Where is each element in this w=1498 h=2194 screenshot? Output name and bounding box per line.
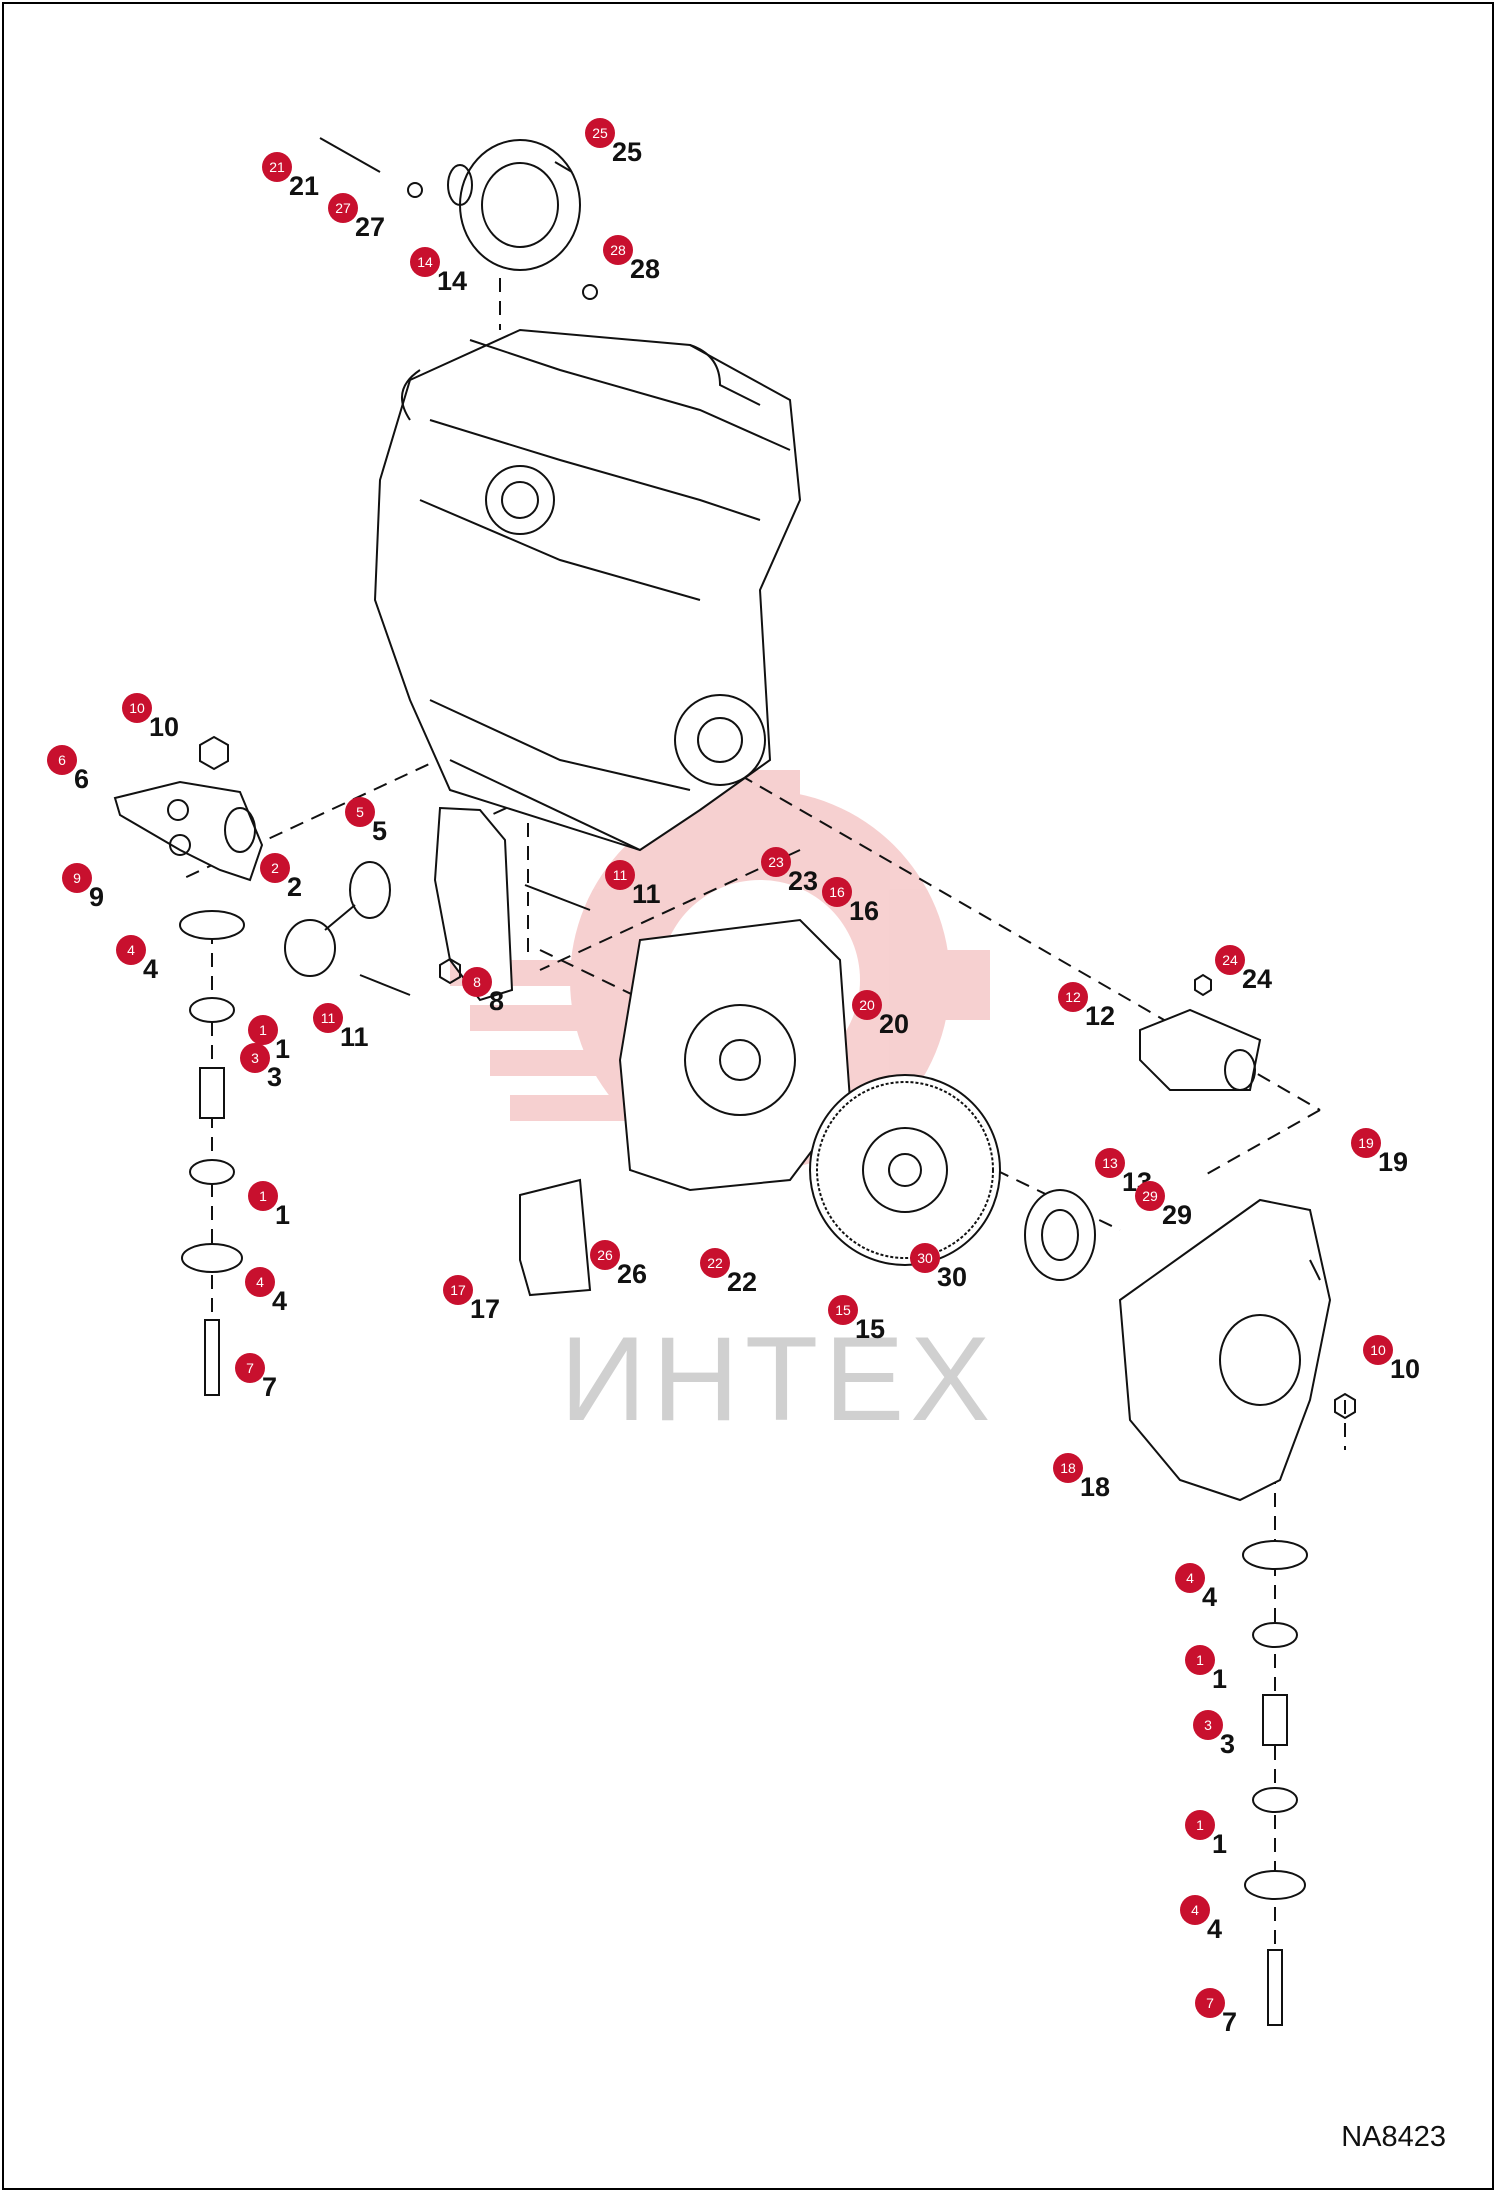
callout-marker: 4 bbox=[245, 1267, 275, 1297]
callout-marker: 21 bbox=[262, 152, 292, 182]
callout-number: 14 bbox=[437, 266, 468, 296]
callout-number: 30 bbox=[937, 1262, 968, 1292]
callout-number: 4 bbox=[143, 954, 159, 984]
callout-number: 3 bbox=[1220, 1729, 1236, 1759]
callout-marker: 20 bbox=[852, 990, 882, 1020]
callout-number: 11 bbox=[340, 1022, 369, 1052]
callout-marker: 26 bbox=[590, 1240, 620, 1270]
callout-number: 3 bbox=[267, 1062, 283, 1092]
callout-marker: 10 bbox=[1363, 1335, 1393, 1365]
callout-number: 1 bbox=[1212, 1664, 1228, 1694]
callout-marker: 23 bbox=[761, 847, 791, 877]
callout-number: 28 bbox=[630, 254, 661, 284]
callout-number: 26 bbox=[617, 1259, 648, 1289]
callout-number: 10 bbox=[1390, 1354, 1421, 1384]
callout-number: 21 bbox=[289, 171, 320, 201]
callout-number: 4 bbox=[1207, 1914, 1223, 1944]
callout-marker: 29 bbox=[1135, 1181, 1165, 1211]
callout-marker: 25 bbox=[585, 118, 615, 148]
callout-number: 6 bbox=[74, 764, 90, 794]
callout-number: 2 bbox=[287, 872, 303, 902]
callout-marker: 7 bbox=[1195, 1988, 1225, 2018]
callout-number: 27 bbox=[355, 212, 386, 242]
callout-number: 5 bbox=[372, 816, 388, 846]
callout-marker: 27 bbox=[328, 193, 358, 223]
callout-number: 12 bbox=[1085, 1001, 1116, 1031]
callout-number: 4 bbox=[272, 1286, 288, 1316]
callout-number: 1 bbox=[275, 1034, 291, 1064]
left-isolator-stack bbox=[179, 910, 245, 1396]
flywheel bbox=[809, 1074, 1001, 1266]
callout-number: 25 bbox=[612, 137, 643, 167]
callout-marker: 1 bbox=[248, 1181, 278, 1211]
callout-number: 29 bbox=[1162, 1200, 1193, 1230]
callout-marker: 1 bbox=[1185, 1810, 1215, 1840]
callout-marker: 2 bbox=[260, 853, 290, 883]
callout-number: 4 bbox=[1202, 1582, 1218, 1612]
right-isolator-stack bbox=[1242, 1540, 1308, 2026]
adapter-plate bbox=[519, 918, 852, 1297]
callout-marker: 12 bbox=[1058, 982, 1088, 1012]
callout-number: 24 bbox=[1242, 964, 1273, 994]
callout-number: 1 bbox=[275, 1200, 291, 1230]
callout-number: 11 bbox=[632, 879, 661, 909]
callout-marker: 30 bbox=[910, 1243, 940, 1273]
callout-marker: 10 bbox=[122, 693, 152, 723]
callout-marker: 5 bbox=[345, 797, 375, 827]
callout-marker: 24 bbox=[1215, 945, 1245, 975]
left-mount-bracket bbox=[113, 735, 264, 882]
callout-number: 16 bbox=[849, 896, 880, 926]
callout-marker: 3 bbox=[240, 1043, 270, 1073]
callout-number: 9 bbox=[89, 882, 105, 912]
center-bracket bbox=[433, 806, 591, 1002]
callout-marker: 18 bbox=[1053, 1453, 1083, 1483]
callout-marker: 4 bbox=[1175, 1563, 1205, 1593]
callout-marker: 11 bbox=[605, 860, 635, 890]
callout-marker: 4 bbox=[1180, 1895, 1210, 1925]
callout-marker: 17 bbox=[443, 1275, 473, 1305]
callout-marker: 28 bbox=[603, 235, 633, 265]
callout-marker: 3 bbox=[1193, 1710, 1223, 1740]
callout-marker: 4 bbox=[116, 935, 146, 965]
torque-link bbox=[284, 861, 411, 996]
callout-marker: 19 bbox=[1351, 1128, 1381, 1158]
rear-seal bbox=[1024, 1189, 1096, 1281]
callout-marker: 8 bbox=[462, 967, 492, 997]
callout-number: 20 bbox=[879, 1009, 910, 1039]
diagram-code: NA8423 bbox=[1341, 2121, 1446, 2153]
flywheel-housing bbox=[1118, 1198, 1356, 1502]
callout-marker: 1 bbox=[1185, 1645, 1215, 1675]
callout-marker: 6 bbox=[47, 745, 77, 775]
callout-marker: 13 bbox=[1095, 1148, 1125, 1178]
callout-number: 18 bbox=[1080, 1472, 1111, 1502]
callout-marker: 1 bbox=[248, 1015, 278, 1045]
callout-marker: 22 bbox=[700, 1248, 730, 1278]
callout-number: 8 bbox=[489, 986, 505, 1016]
callout-marker: 14 bbox=[410, 247, 440, 277]
callout-marker: 11 bbox=[313, 1003, 343, 1033]
callout-number: 23 bbox=[788, 866, 819, 896]
callout-marker: 9 bbox=[62, 863, 92, 893]
callout-number: 10 bbox=[149, 712, 180, 742]
watermark-text: ИНТЕХ bbox=[560, 1312, 997, 1446]
callout-marker: 16 bbox=[822, 877, 852, 907]
callout-marker: 15 bbox=[828, 1295, 858, 1325]
callout-marker: 7 bbox=[235, 1353, 265, 1383]
callout-number: 1 bbox=[1212, 1829, 1228, 1859]
alternator bbox=[319, 137, 598, 300]
callout-number: 22 bbox=[727, 1267, 758, 1297]
callout-number: 19 bbox=[1378, 1147, 1409, 1177]
callout-number: 17 bbox=[470, 1294, 501, 1324]
starter-motor bbox=[1139, 973, 1262, 1091]
callout-number: 15 bbox=[855, 1314, 886, 1344]
engine-block bbox=[373, 328, 802, 852]
callout-number: 7 bbox=[1222, 2007, 1238, 2037]
callout-number: 7 bbox=[262, 1372, 278, 1402]
